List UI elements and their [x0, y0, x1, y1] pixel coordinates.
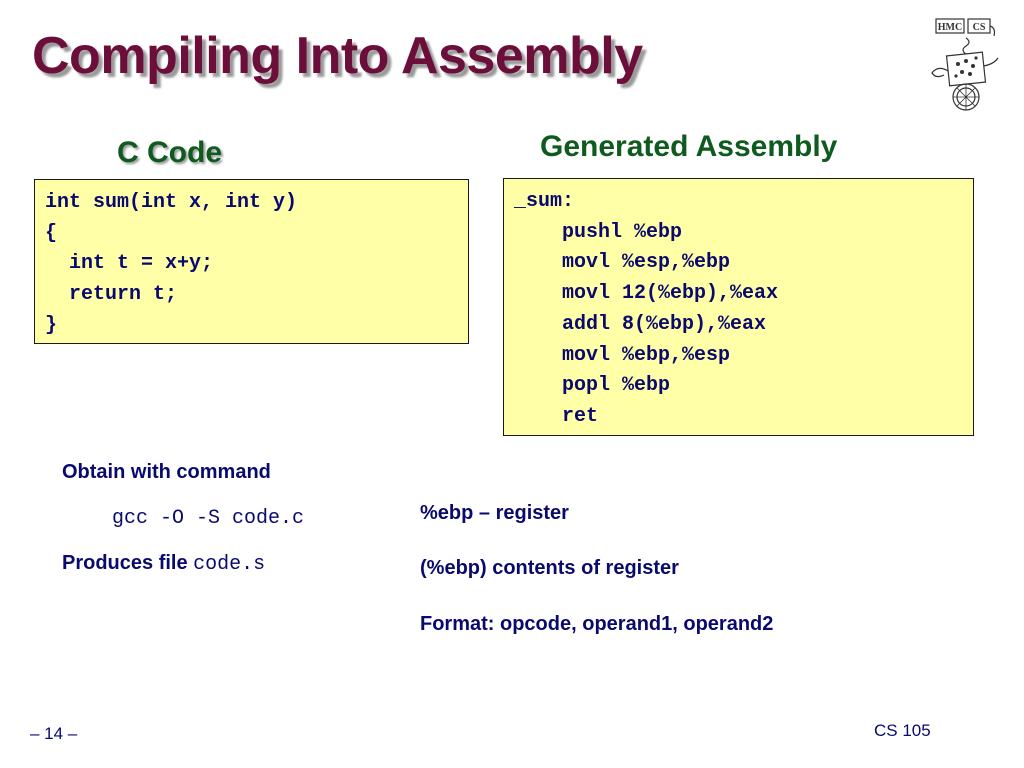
- c-code-line: {: [45, 221, 58, 245]
- c-code-box: int sum(int x, int y) { int t = x+y; retu…: [34, 179, 469, 344]
- course-label: CS 105: [874, 721, 931, 740]
- assembly-code-line: ret: [514, 404, 599, 428]
- c-code-heading: C Code: [117, 136, 222, 169]
- assembly-code-line: movl %esp,%ebp: [514, 251, 731, 275]
- assembly-code-line: _sum:: [514, 190, 575, 213]
- page-number: – 14 –: [30, 724, 78, 743]
- produces-file-note: Produces file code.s: [62, 552, 265, 576]
- instruction-format-note: Format: opcode, operand1, operand2: [420, 613, 774, 635]
- ebp-register-note: %ebp – register: [420, 502, 569, 524]
- logo-text-hmc: HMC: [938, 22, 962, 33]
- produces-file-label: Produces file: [62, 552, 194, 574]
- c-code-line: return t;: [45, 283, 178, 307]
- assembly-code-line: popl %ebp: [514, 374, 671, 398]
- assembly-code-line: movl 12(%ebp),%eax: [514, 282, 779, 306]
- c-code-line: }: [45, 313, 58, 337]
- logo-text-cs: CS: [973, 22, 986, 33]
- slide-title: Compiling Into Assembly: [32, 27, 643, 85]
- assembly-code-box: _sum: pushl %ebp movl %esp,%ebp movl 12(…: [503, 178, 974, 436]
- assembly-code-line: pushl %ebp: [514, 220, 683, 244]
- gcc-command: gcc -O -S code.c: [112, 507, 305, 530]
- assembly-code-line: addl 8(%ebp),%eax: [514, 312, 767, 336]
- hmc-cs-logo: HMC CS: [931, 18, 999, 111]
- assembly-heading: Generated Assembly: [540, 130, 838, 163]
- ebp-contents-note: (%ebp) contents of register: [420, 557, 679, 579]
- obtain-command-label: Obtain with command: [62, 461, 271, 483]
- assembly-code-line: movl %ebp,%esp: [514, 343, 731, 367]
- c-code-line: int sum(int x, int y): [45, 191, 298, 214]
- output-file-name: code.s: [193, 553, 266, 576]
- c-code-line: int t = x+y;: [45, 252, 214, 276]
